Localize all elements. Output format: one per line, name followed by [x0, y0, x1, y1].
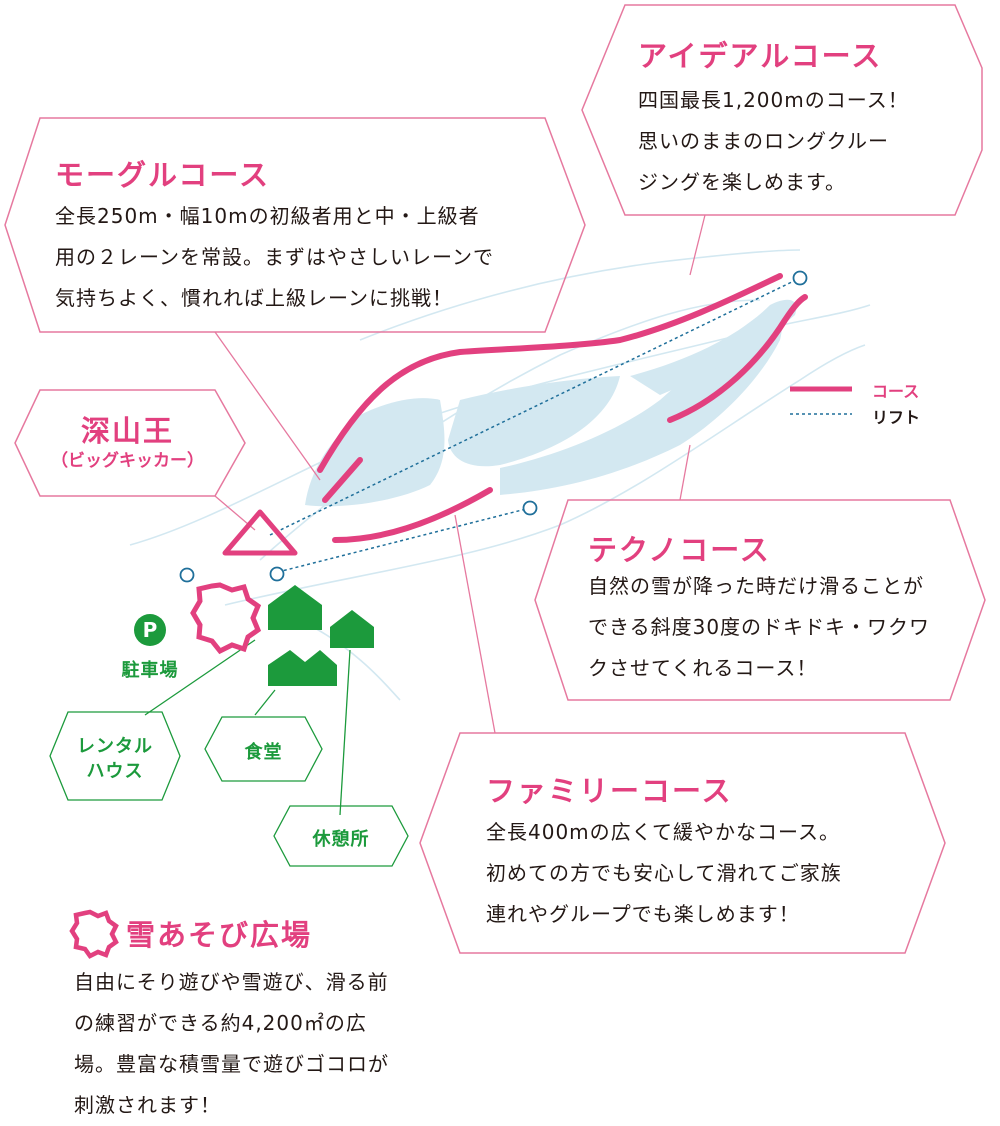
text-line: 初めての方でも安心して滑れてご家族: [486, 861, 842, 885]
facility-callouts: [49, 711, 409, 867]
ideal-course: [317, 273, 783, 473]
text-line: 場。豊富な積雪量で遊びゴコロが: [74, 1052, 389, 1076]
mogul-course-title: モーグルコース: [55, 158, 270, 192]
text-line: ハウス: [86, 761, 144, 782]
big-kicker-subtitle: （ビッグキッカー）: [51, 451, 204, 471]
text-line: 全長400mの広くて緩やかなコース。: [486, 820, 841, 844]
rental-callout: [49, 711, 181, 801]
courses: [317, 273, 808, 543]
rental-house-icon: [268, 585, 322, 630]
ideal-course-text: 四国最長1,200mのコース！ 思いのままのロングクルー ジングを楽しめます。: [638, 80, 909, 203]
ideal-course-2: [322, 457, 363, 503]
big-kicker-icon: [222, 509, 298, 556]
rental-house-label: レンタル ハウス: [50, 734, 180, 784]
techno-course: [667, 294, 808, 423]
facility-buildings: [268, 585, 374, 686]
rest-house-icon: [330, 610, 374, 648]
big-kicker-title: 深山王: [80, 414, 174, 448]
ideal-callout: [581, 4, 983, 216]
parking-icon: [134, 614, 166, 646]
text-line: 全長250m・幅10mの初級者用と中・上級者: [55, 204, 480, 228]
techno-callout: [534, 499, 986, 701]
text-line: 思いのままのロングクルー: [638, 129, 889, 153]
family-course-title: ファミリーコース: [486, 774, 733, 808]
legend: [790, 386, 852, 415]
parking-icon-letter: P: [143, 618, 158, 642]
snow-plaza-title: 雪あそび広場: [126, 918, 313, 952]
leader-lines: [214, 214, 706, 734]
shokudo-callout: [204, 716, 323, 782]
lift-stations: [179, 270, 808, 583]
rest-area-label: 休憩所: [312, 829, 370, 850]
text-line: 自然の雪が降った時だけ滑ることが: [588, 574, 924, 598]
legend-course-label: コース: [872, 382, 920, 401]
techno-course-title: テクノコース: [588, 533, 771, 567]
text-line: 自由にそり遊びや雪遊び、滑る前: [74, 970, 389, 994]
ideal-course-title: アイデアルコース: [638, 39, 883, 73]
text-line: できる斜度30度のドキドキ・ワクワ: [588, 615, 931, 639]
text-line: の練習ができる約4,200㎡の広: [74, 1011, 367, 1035]
lifts: [269, 277, 801, 573]
family-course-text: 全長400mの広くて緩やかなコース。 初めての方でも安心して滑れてご家族 連れや…: [486, 812, 842, 935]
text-line: 四国最長1,200mのコース！: [638, 88, 909, 112]
legend-lift-label: リフト: [872, 408, 921, 427]
parking-label: 駐車場: [121, 660, 179, 681]
text-line: 気持ちよく、慣れれば上級レーンに挑戦！: [55, 286, 453, 310]
snow-plaza-icon: [190, 582, 262, 655]
rest-callout: [273, 805, 409, 867]
text-line: クさせてくれるコース！: [588, 656, 818, 680]
snow-plaza-text: 自由にそり遊びや雪遊び、滑る前 の練習ができる約4,200㎡の広 場。豊富な積雪…: [74, 962, 389, 1126]
text-line: 用の２レーンを常設。まずはやさしいレーンで: [55, 245, 494, 269]
text-line: 刺激されます！: [74, 1093, 221, 1117]
facility-leader-lines: [144, 639, 351, 816]
family-callout: [419, 732, 946, 954]
techno-course-text: 自然の雪が降った時だけ滑ることが できる斜度30度のドキドキ・ワクワ クさせてく…: [588, 566, 930, 689]
text-line: ジングを楽しめます。: [638, 170, 846, 194]
mogul-course-text: 全長250m・幅10mの初級者用と中・上級者 用の２レーンを常設。まずはやさしい…: [55, 196, 494, 319]
snow-plaza-heading-icon: [69, 909, 119, 959]
text-line: レンタル: [77, 736, 153, 757]
snow-field: [305, 299, 797, 507]
mogul-callout: [4, 117, 586, 333]
restaurant-icon: [268, 650, 337, 686]
text-line: 連れやグループでも楽しめます！: [486, 902, 800, 926]
family-course: [332, 487, 493, 543]
callout-outlines: [4, 4, 986, 954]
restaurant-label: 食堂: [244, 742, 283, 763]
